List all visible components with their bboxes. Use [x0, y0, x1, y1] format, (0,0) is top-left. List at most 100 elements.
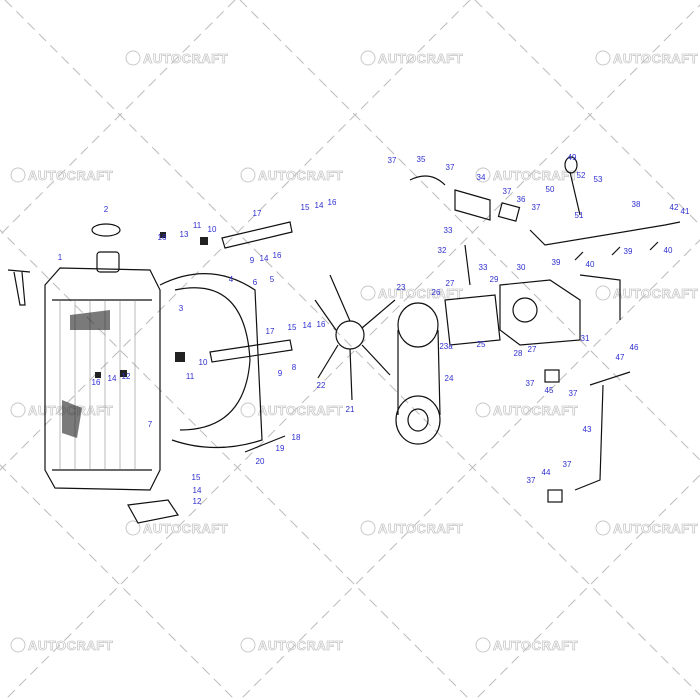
callout-label: 29: [490, 275, 499, 284]
callout-label: 14: [108, 374, 117, 383]
watermark-logo-icon: [360, 285, 376, 301]
dashed-line: [4, 0, 700, 696]
dashed-line: [474, 0, 700, 226]
callout-label: 8: [292, 363, 297, 372]
callout-label: 16: [273, 251, 282, 260]
callout-label: 20: [256, 457, 265, 466]
callout-label: 15: [288, 323, 297, 332]
callout-label: 47: [616, 353, 625, 362]
callout-label: 40: [664, 246, 673, 255]
watermark: AUTOCRAFT: [378, 521, 463, 536]
watermark-logo-icon: [10, 637, 26, 653]
callout-label: 11: [186, 372, 195, 381]
callout-label: 4: [229, 275, 234, 284]
watermark-logo-icon: [595, 50, 611, 66]
dashed-line: [0, 0, 471, 471]
callout-label: 34: [477, 173, 486, 182]
callout-label: 15: [301, 203, 310, 212]
callout-label: 33: [444, 226, 453, 235]
fan: [314, 274, 396, 401]
callout-label: 53: [594, 175, 603, 184]
watermark: AUTOCRAFT: [28, 638, 113, 653]
watermark-logo-icon: [125, 50, 141, 66]
callout-label: 10: [199, 358, 208, 367]
callout-label: 30: [517, 263, 526, 272]
brackets-and-bolts: [95, 221, 293, 453]
watermark-logo-icon: [125, 520, 141, 536]
radiator: [7, 223, 179, 524]
callout-label: 14: [260, 254, 269, 263]
watermark: AUTOCRAFT: [613, 521, 698, 536]
callout-label: 12: [122, 372, 131, 381]
watermark-logo-icon: [360, 50, 376, 66]
callout-label: 33: [479, 263, 488, 272]
dashed-line: [239, 0, 700, 461]
callout-label: 16: [317, 320, 326, 329]
callout-label: 52: [577, 171, 586, 180]
callout-label: 1: [58, 253, 63, 262]
callout-label: 35: [417, 155, 426, 164]
callout-label: 25: [477, 340, 486, 349]
watermark: AUTOCRAFT: [613, 51, 698, 66]
watermark: AUTOCRAFT: [493, 638, 578, 653]
callout-label: 41: [681, 207, 690, 216]
dashed-line: [239, 239, 700, 700]
callout-label: 23: [397, 283, 406, 292]
watermark: AUTOCRAFT: [143, 521, 228, 536]
watermark: AUTOCRAFT: [28, 168, 113, 183]
callout-label: 14: [193, 486, 202, 495]
dashed-line: [0, 464, 236, 700]
callout-label: 28: [514, 349, 523, 358]
callout-label: 51: [575, 211, 584, 220]
callout-label: 37: [388, 156, 397, 165]
callout-label: 7: [148, 420, 153, 429]
callout-label: 42: [670, 203, 679, 212]
callout-label: 6: [253, 278, 258, 287]
watermark-logo-icon: [595, 520, 611, 536]
callout-label: 16: [328, 198, 337, 207]
callout-label: 16: [158, 233, 167, 242]
dashed-line: [0, 0, 236, 236]
callout-label: 37: [569, 389, 578, 398]
callout-label: 17: [253, 209, 262, 218]
callout-label: 36: [517, 195, 526, 204]
callout-label: 15: [192, 473, 201, 482]
callout-label: 37: [503, 187, 512, 196]
callout-label: 9: [278, 369, 283, 378]
watermark: AUTOCRAFT: [493, 168, 578, 183]
callout-label: 32: [438, 246, 447, 255]
callout-label: 27: [446, 279, 455, 288]
callout-label: 43: [583, 425, 592, 434]
callout-label: 31: [581, 334, 590, 343]
callout-label: 13: [180, 230, 189, 239]
callout-label: 23a: [439, 342, 453, 351]
callout-label: 24: [445, 374, 454, 383]
callout-label: 40: [586, 260, 595, 269]
callout-label: 5: [270, 275, 275, 284]
callout-label: 37: [526, 379, 535, 388]
callout-label: 26: [432, 288, 441, 297]
watermark-logo-icon: [475, 637, 491, 653]
callout-label: 11: [193, 221, 202, 230]
watermark-logo-icon: [240, 167, 256, 183]
watermark: AUTOCRAFT: [613, 286, 698, 301]
callout-label: 37: [446, 163, 455, 172]
watermark: AUTOCRAFT: [493, 403, 578, 418]
callout-label: 17: [266, 327, 275, 336]
callout-label: 21: [346, 405, 355, 414]
hoses-and-pipes: [409, 156, 681, 503]
callout-label: 10: [208, 225, 217, 234]
callout-label: 9: [250, 256, 255, 265]
callout-label: 39: [552, 258, 561, 267]
watermark-logo-icon: [10, 167, 26, 183]
watermark-logo-icon: [360, 520, 376, 536]
callout-label: 14: [315, 201, 324, 210]
callout-label: 16: [92, 378, 101, 387]
callout-label: 2: [104, 205, 109, 214]
watermark: AUTOCRAFT: [378, 51, 463, 66]
callout-label: 44: [542, 468, 551, 477]
